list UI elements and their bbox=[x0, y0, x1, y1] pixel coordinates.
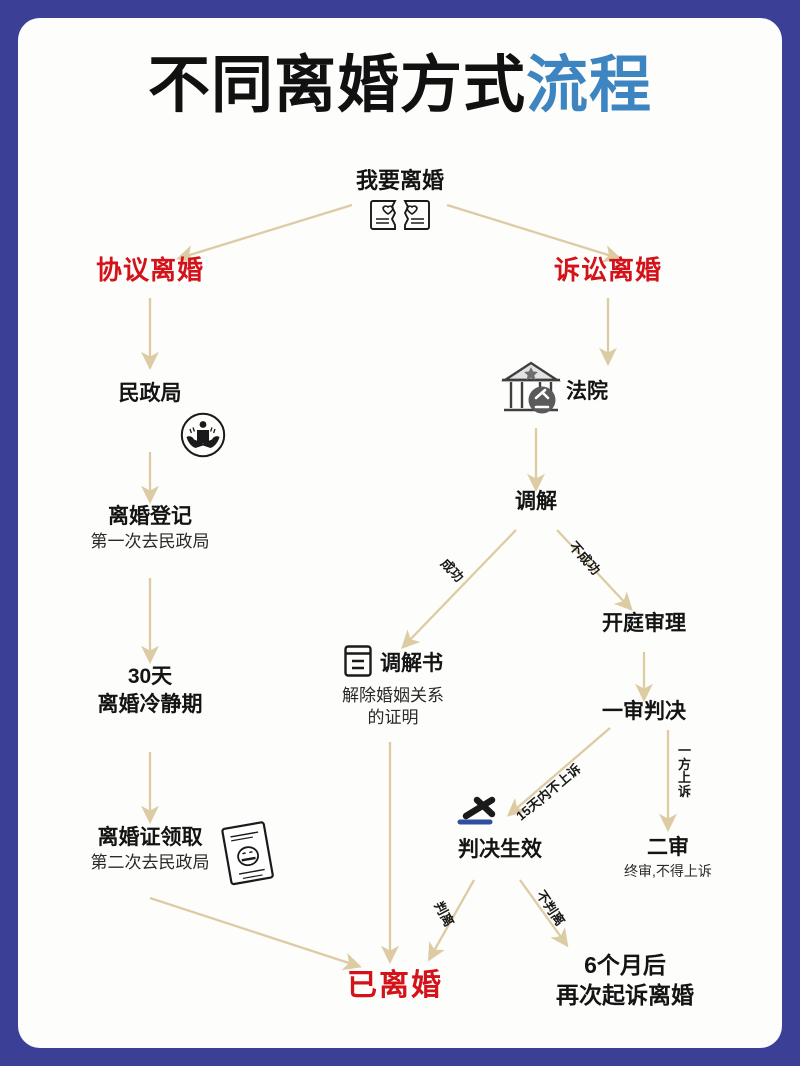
node-court-hearing-label: 开庭审理 bbox=[602, 612, 686, 635]
edge-label-one-party-appeal-char2: 方 bbox=[678, 756, 692, 772]
node-cooling-period-label: 30天 bbox=[127, 665, 173, 688]
node-mediation[interactable]: 调解 bbox=[466, 490, 606, 515]
edge-label-grant-divorce: 判离 bbox=[431, 898, 457, 929]
node-divorce-registration-sub: 第一次去民政局 bbox=[90, 531, 210, 551]
node-cooling-period-sub: 离婚冷静期 bbox=[97, 692, 203, 716]
node-first-verdict-label: 一审判决 bbox=[602, 700, 686, 723]
node-second-trial[interactable]: 二审 终审,不得上诉 bbox=[578, 836, 758, 879]
node-verdict-effective-label: 判决生效 bbox=[458, 838, 542, 861]
node-resue-sub: 再次起诉离婚 bbox=[556, 982, 694, 1009]
node-litigation-divorce[interactable]: 诉讼离婚 bbox=[518, 255, 698, 286]
node-mediation-document-label: 调解书 bbox=[380, 651, 443, 675]
edge-mediation-to-document bbox=[401, 529, 517, 649]
page-title-blue: 流程 bbox=[526, 51, 653, 120]
node-mediation-document-sub1: 解除婚姻关系 bbox=[342, 685, 444, 705]
node-certificate-pickup[interactable]: 离婚证领取 第二次去民政局 bbox=[30, 826, 270, 873]
node-mediation-document[interactable]: 调解书 解除婚姻关系 的证明 bbox=[288, 644, 498, 728]
node-mediation-document-sub2: 的证明 bbox=[367, 707, 419, 727]
node-certificate-pickup-sub: 第二次去民政局 bbox=[90, 852, 210, 872]
courthouse-gavel-icon bbox=[500, 358, 562, 425]
civil-affairs-emblem-icon bbox=[180, 412, 226, 463]
node-certificate-pickup-label: 离婚证领取 bbox=[97, 826, 203, 849]
edge-label-deny-divorce: 不判离 bbox=[533, 887, 568, 929]
node-mediation-label: 调解 bbox=[515, 490, 557, 513]
flowchart-canvas: 不同离婚方式流程 bbox=[18, 18, 782, 1048]
node-court-hearing[interactable]: 开庭审理 bbox=[554, 612, 734, 637]
node-second-trial-sub: 终审,不得上诉 bbox=[624, 862, 712, 879]
page-title-black: 不同离婚方式 bbox=[147, 51, 526, 120]
document-icon bbox=[343, 644, 373, 684]
torn-marriage-certificate-icon bbox=[300, 198, 500, 232]
node-litigation-divorce-label: 诉讼离婚 bbox=[553, 255, 662, 285]
node-mediation-document-head: 调解书 bbox=[288, 644, 498, 684]
edge-label-one-party-appeal-char1: 一 bbox=[678, 743, 692, 758]
node-agreement-divorce[interactable]: 协议离婚 bbox=[60, 255, 240, 286]
edge-label-one-party-appeal: 一 方 上 诉 bbox=[678, 744, 691, 799]
node-second-trial-label: 二审 bbox=[647, 836, 689, 859]
card-frame: 不同离婚方式流程 bbox=[18, 18, 782, 1048]
node-civil-affairs-bureau-label: 民政局 bbox=[118, 382, 182, 405]
node-civil-affairs-bureau[interactable]: 民政局 bbox=[60, 382, 240, 407]
divorce-certificate-icon bbox=[219, 818, 280, 893]
page-title: 不同离婚方式流程 bbox=[18, 34, 782, 124]
node-resue[interactable]: 6个月后 再次起诉离婚 bbox=[500, 952, 750, 1009]
node-verdict-effective[interactable]: 判决生效 bbox=[400, 838, 600, 863]
node-court[interactable]: 法院 bbox=[566, 380, 686, 405]
node-agreement-divorce-label: 协议离婚 bbox=[95, 255, 204, 285]
node-start-label: 我要离婚 bbox=[355, 168, 444, 193]
node-divorce-registration-label: 离婚登记 bbox=[108, 505, 192, 528]
node-start[interactable]: 我要离婚 bbox=[300, 168, 500, 232]
node-court-label: 法院 bbox=[566, 380, 608, 403]
node-divorced[interactable]: 已离婚 bbox=[290, 968, 500, 1003]
edge-label-one-party-appeal-char4: 诉 bbox=[678, 783, 692, 799]
node-divorce-registration[interactable]: 离婚登记 第一次去民政局 bbox=[40, 505, 260, 552]
node-cooling-period[interactable]: 30天 离婚冷静期 bbox=[40, 665, 260, 718]
edge-pickup-to-divorced bbox=[149, 896, 362, 971]
node-first-verdict[interactable]: 一审判决 bbox=[554, 700, 734, 725]
edge-label-mediation-success: 成功 bbox=[437, 555, 467, 585]
node-resue-label: 6个月后 bbox=[584, 952, 666, 978]
gavel-icon bbox=[452, 792, 510, 843]
edge-label-no-appeal-15-days: 15天内不上诉 bbox=[513, 760, 584, 824]
edge-label-mediation-fail: 不成功 bbox=[566, 538, 604, 578]
edge-label-one-party-appeal-char3: 上 bbox=[678, 770, 692, 786]
node-divorced-label: 已离婚 bbox=[347, 969, 443, 1002]
